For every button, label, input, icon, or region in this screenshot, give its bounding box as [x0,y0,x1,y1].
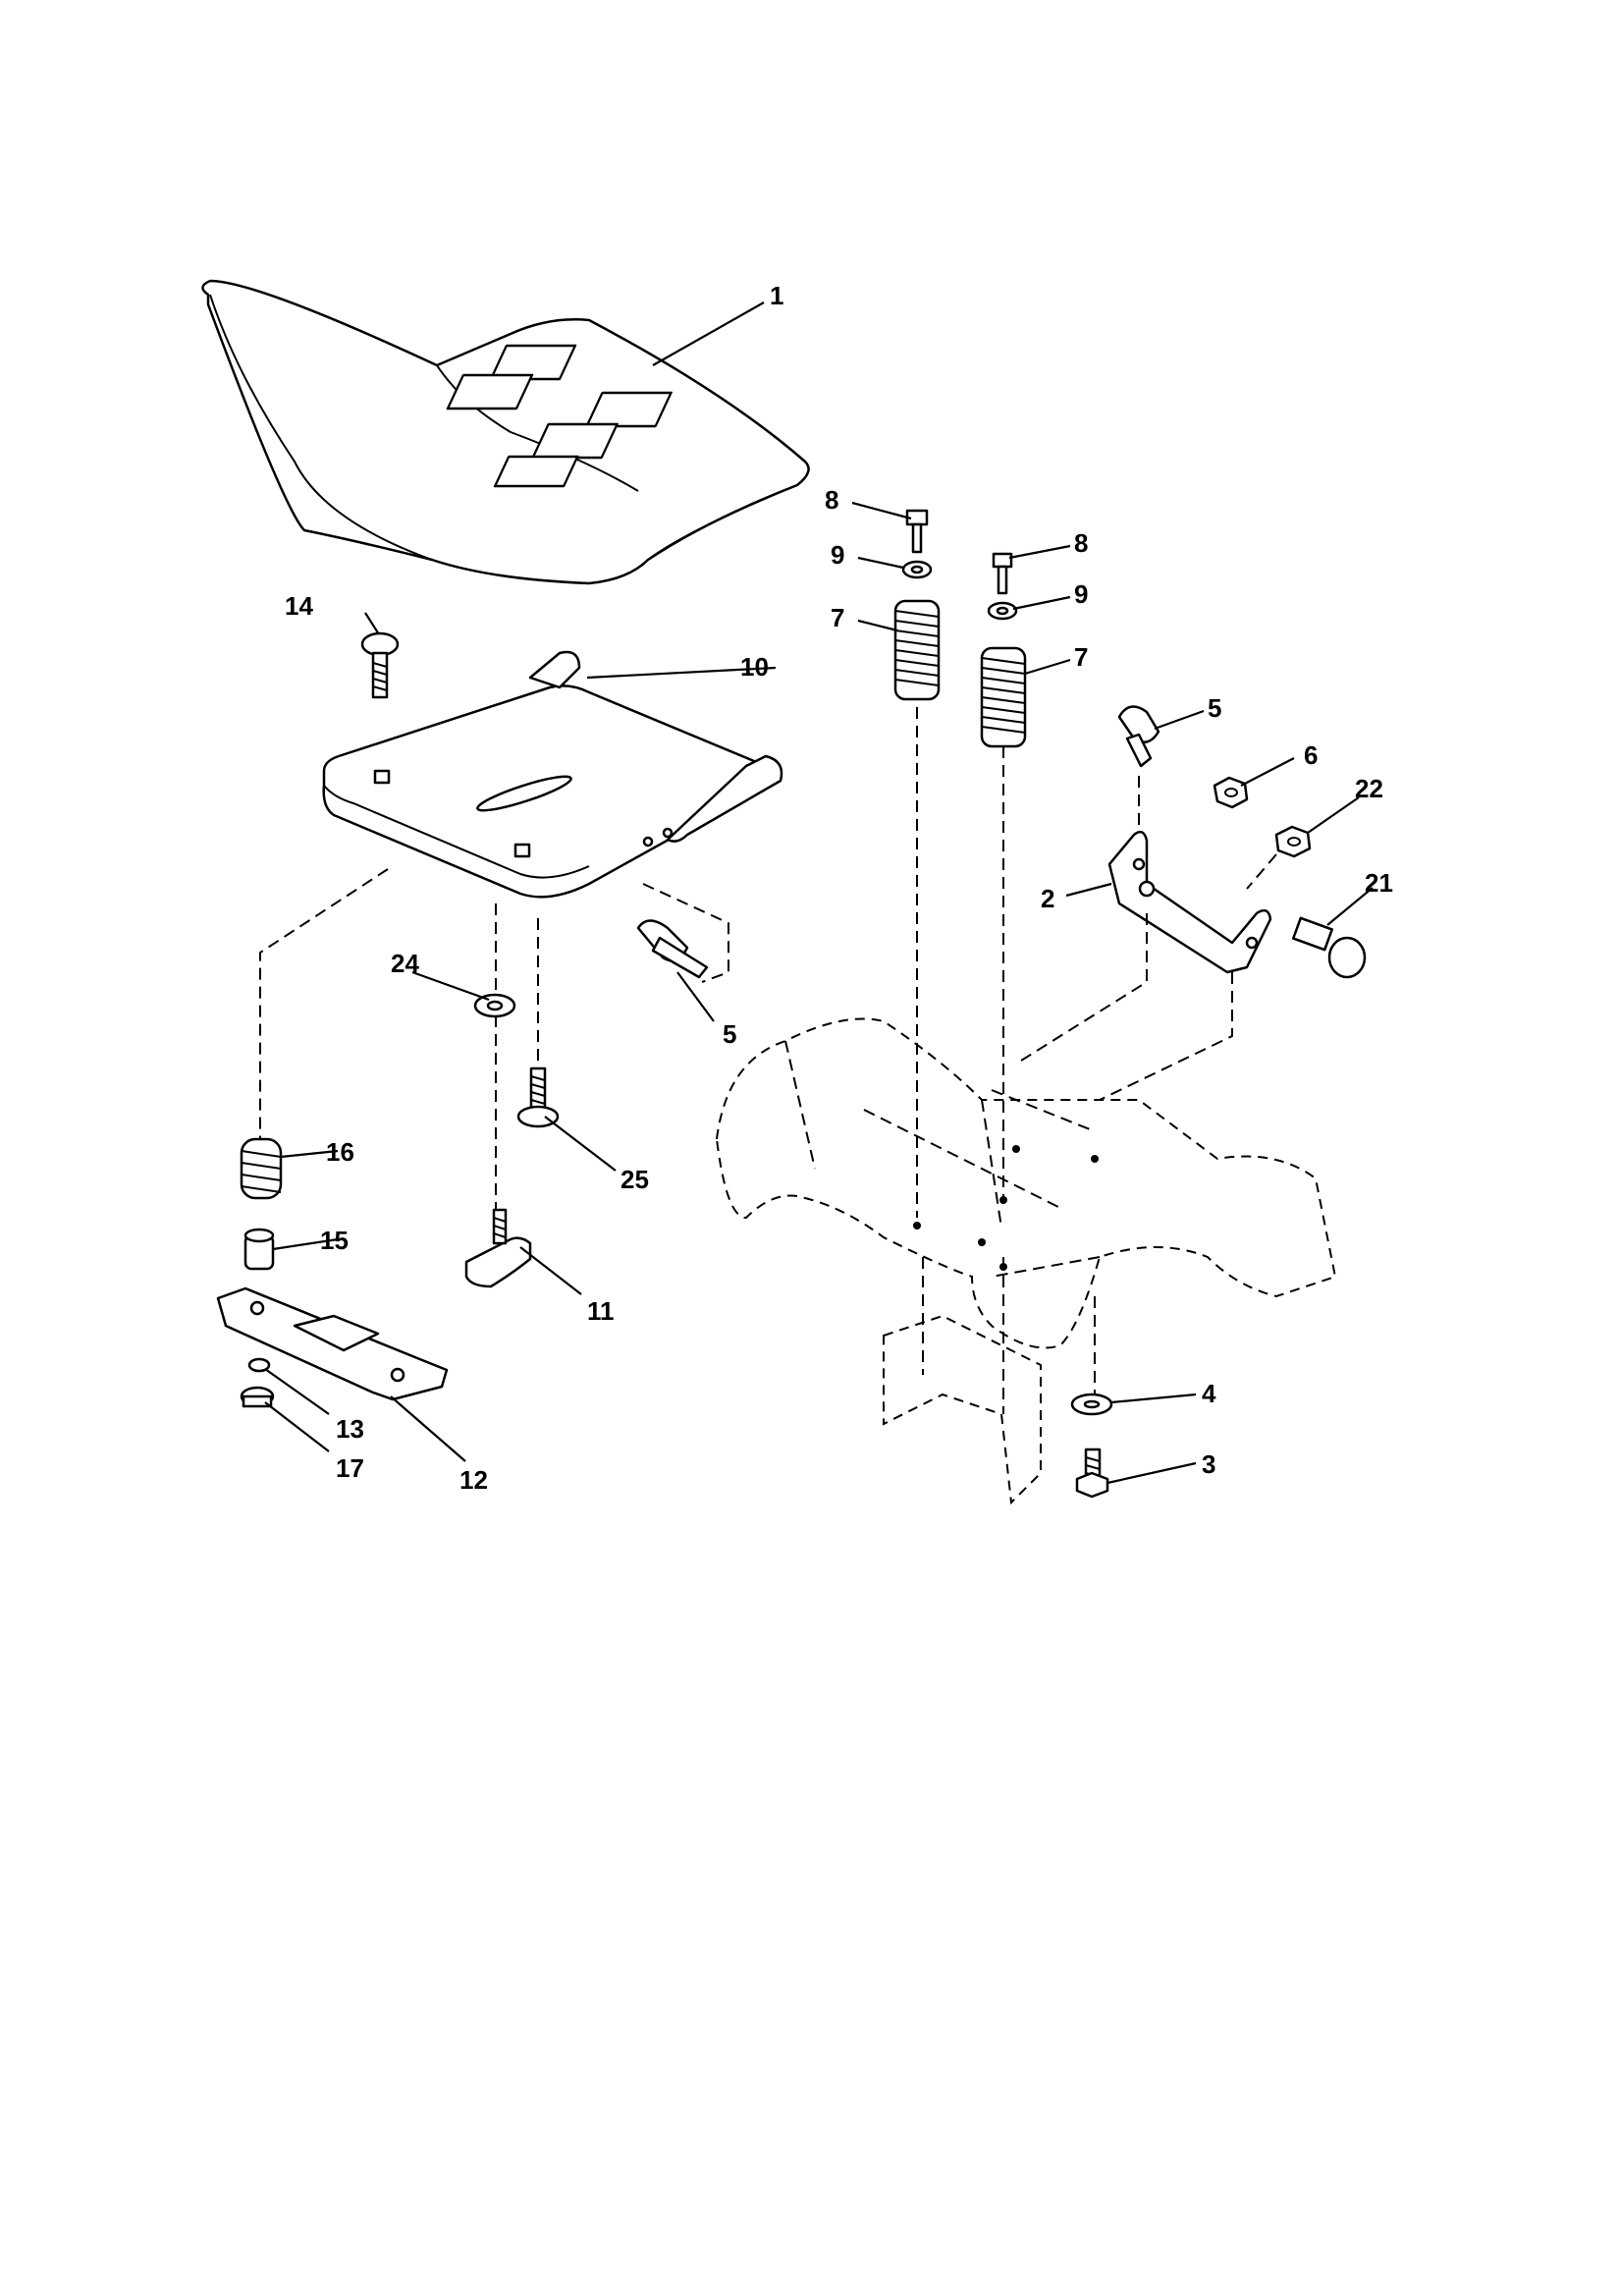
callout-6: 6 [1304,740,1318,770]
lock-nut [1274,825,1312,858]
callout-12: 12 [459,1465,488,1495]
callout-22: 22 [1355,774,1383,803]
washer-left [901,560,933,579]
callout-5-left: 5 [723,1019,736,1049]
carriage-bolt [360,631,400,699]
seat-bracket [1107,830,1272,974]
leader-lines [264,301,1374,1485]
callout-9-left: 9 [831,540,844,570]
callout-3: 3 [1202,1449,1215,1479]
shoulder-bolt [1292,916,1367,979]
callout-4: 4 [1202,1379,1216,1408]
callout-24: 24 [391,949,419,978]
pivot-bolt-left [905,509,929,554]
callout-labels: 1 8 8 9 9 7 7 14 10 5 5 6 22 2 21 24 16 … [285,281,1393,1495]
callout-7-right: 7 [1074,642,1088,672]
seat [201,279,810,585]
callout-21: 21 [1365,868,1393,898]
callout-11: 11 [587,1296,615,1326]
pivot-bolt-right [992,552,1013,595]
fender-outline [715,1017,1337,1349]
adjustment-knob [464,1208,532,1288]
spring-right [980,646,1027,748]
spacer [243,1228,275,1271]
callout-7-left: 7 [831,603,844,632]
callout-9-right: 9 [1074,579,1088,609]
callout-17: 17 [336,1453,364,1483]
callout-14: 14 [285,591,313,621]
callout-8-left: 8 [825,485,838,515]
hex-nut [1213,776,1249,809]
callout-13: 13 [336,1414,364,1444]
callout-10: 10 [740,652,769,682]
slide-plate [216,1286,449,1401]
callout-8-right: 8 [1074,528,1088,558]
alignment-lines [259,707,1277,1414]
hinge-clip-left [636,919,709,979]
frame-channel-outline [883,1314,1042,1505]
hinge-clip-right [1117,705,1160,768]
hex-bolt [1075,1448,1109,1499]
flat-washer [473,993,516,1018]
callout-16: 16 [326,1137,354,1167]
flange-nut [240,1386,275,1408]
callout-25: 25 [620,1165,649,1194]
callout-2: 2 [1041,884,1054,913]
callout-1: 1 [770,281,783,310]
lock-washer [247,1357,271,1373]
fender-washer [1070,1393,1113,1416]
callout-5-right: 5 [1208,693,1221,723]
callout-15: 15 [320,1226,349,1255]
compression-spring [240,1137,283,1200]
shoulder-screw [516,1066,560,1128]
seat-pan [322,650,783,899]
washer-right [987,601,1018,621]
spring-left [893,599,941,701]
